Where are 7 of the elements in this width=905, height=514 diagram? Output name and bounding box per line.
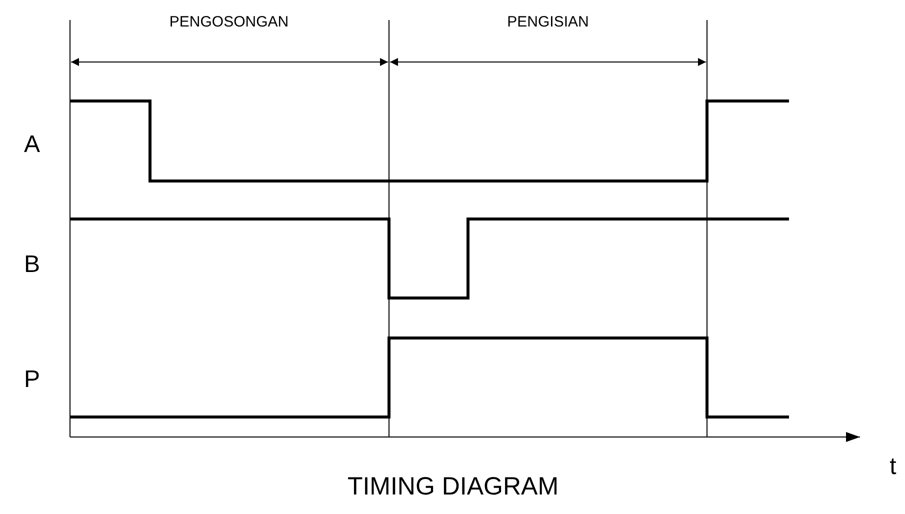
caption: TIMING DIAGRAM xyxy=(347,474,559,500)
signal-label: PENGOSONGAN xyxy=(169,14,289,30)
signal-label: B xyxy=(24,253,40,277)
signal-label: P xyxy=(24,368,40,392)
signal-label: t xyxy=(890,455,896,479)
signal-label: PENGISIAN xyxy=(507,14,589,30)
signal-label: A xyxy=(24,133,40,157)
